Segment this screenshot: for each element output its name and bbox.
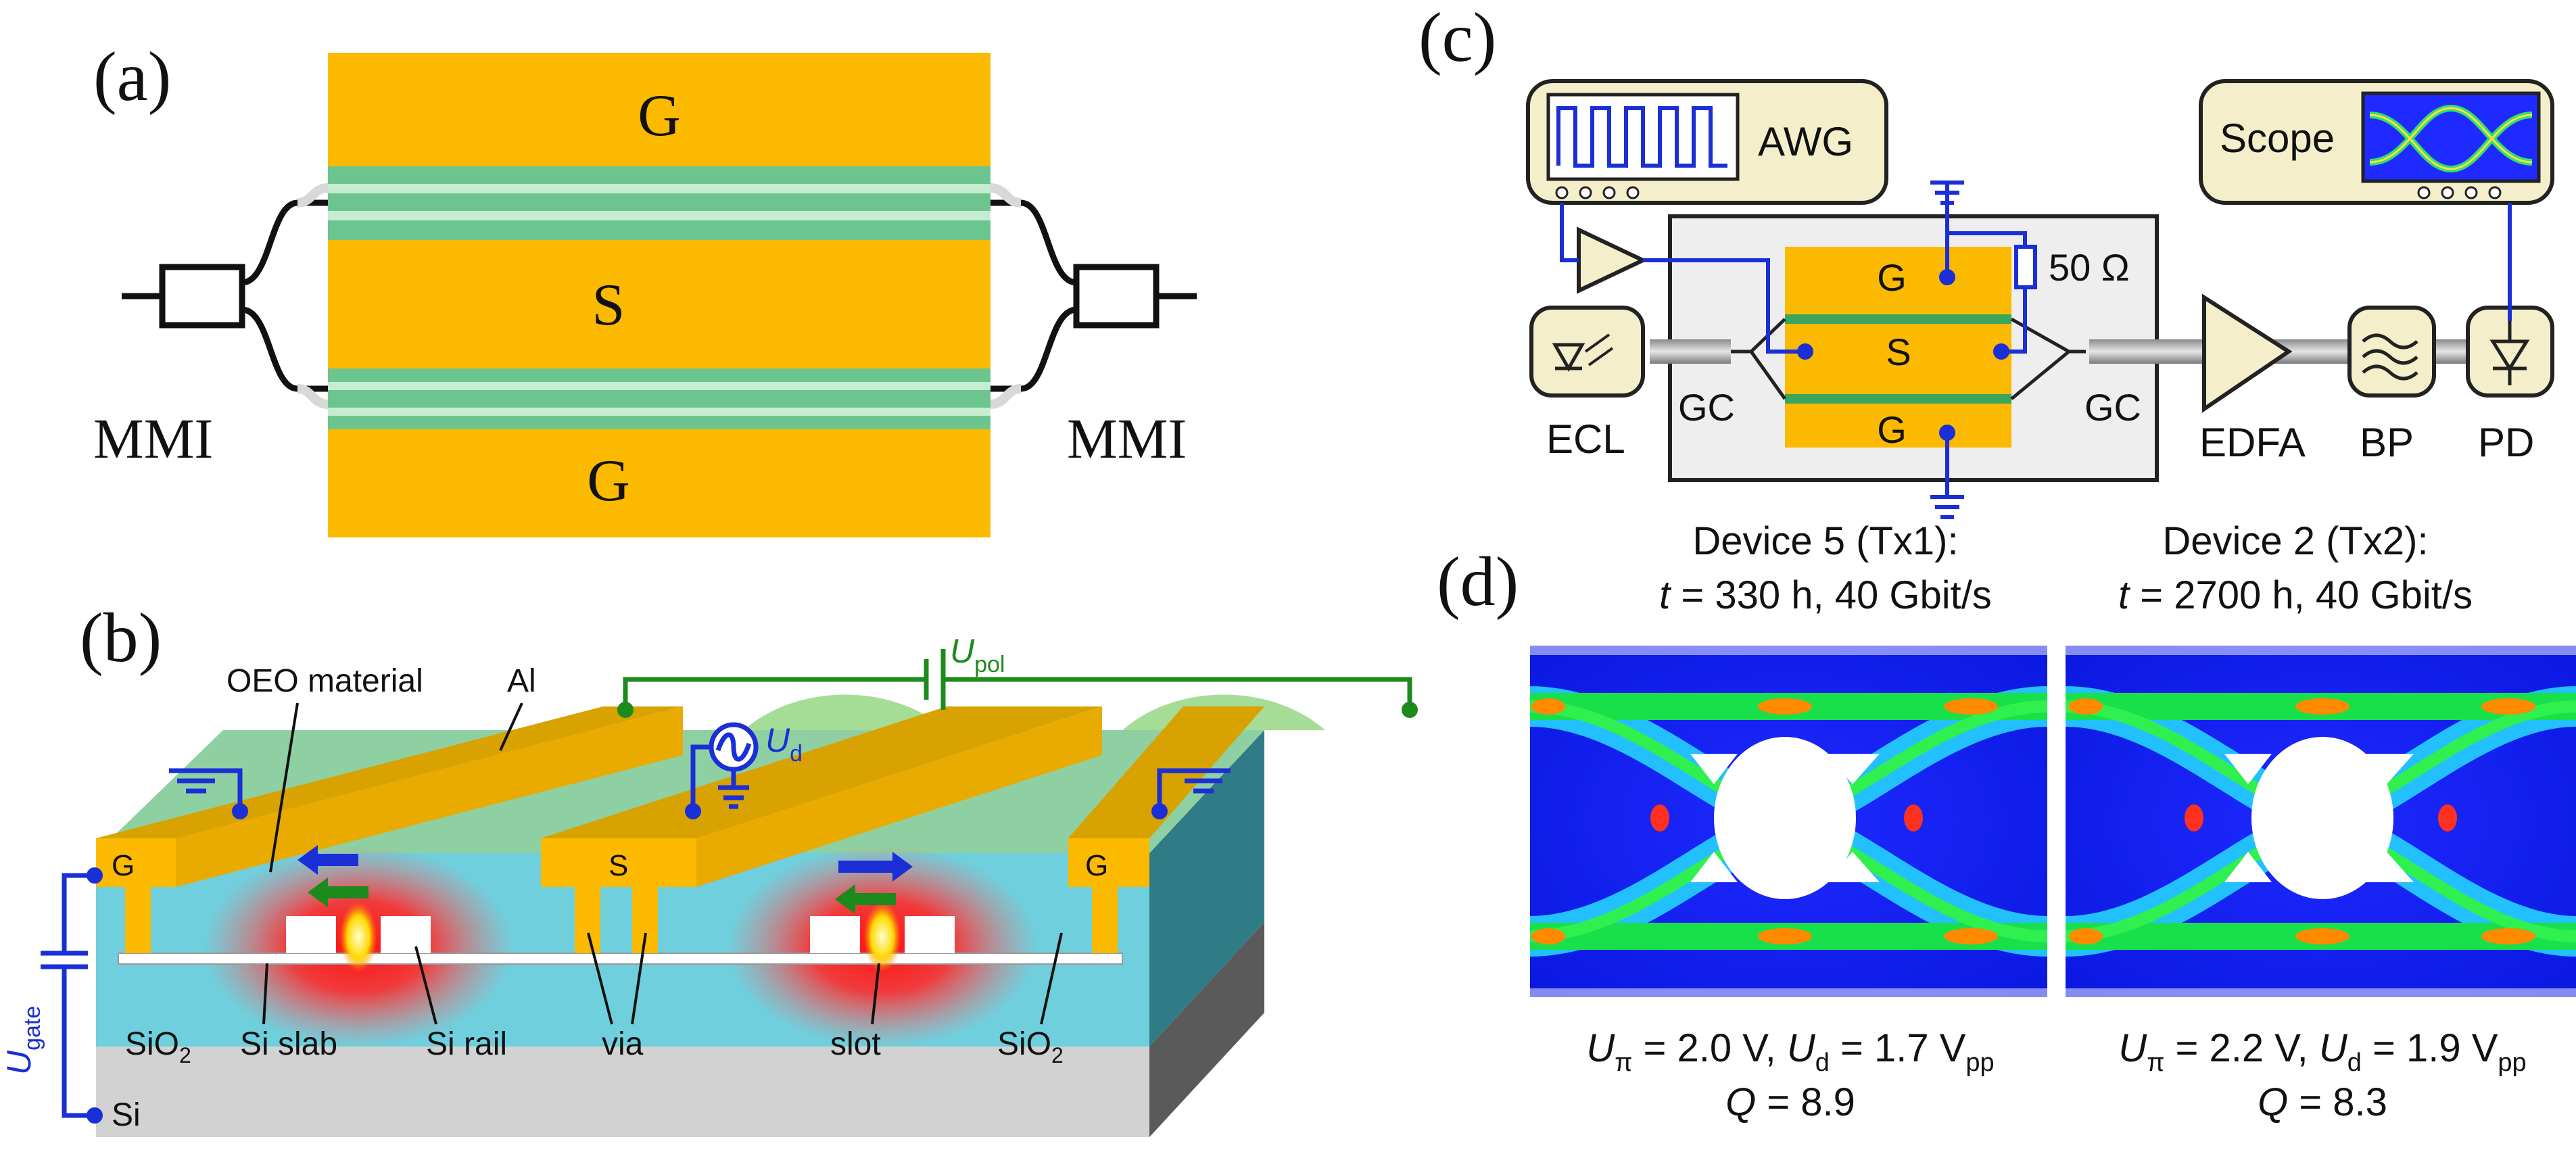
dev1-time: t = 330 h, 40 Gbit/s xyxy=(1659,573,1992,617)
ecl-label: ECL xyxy=(1546,416,1625,462)
si-rail-label: Si rail xyxy=(426,1026,507,1062)
panel-c: (c) AWG Scope xyxy=(1418,0,2554,519)
pd-detector: PD xyxy=(2466,306,2554,465)
sio2-left-label: SiO2 xyxy=(125,1026,191,1067)
sio2-side xyxy=(1149,730,1264,1047)
awg-instrument: AWG xyxy=(1526,79,1888,205)
u-d-source xyxy=(690,722,759,811)
pd-label: PD xyxy=(2478,420,2534,465)
electrode-s-center xyxy=(541,706,1102,887)
si-label: Si xyxy=(112,1097,141,1133)
ground-right xyxy=(1157,768,1231,811)
u-gate-source xyxy=(41,873,95,1118)
al-label: Al xyxy=(507,663,536,699)
electrode-bot xyxy=(328,429,991,537)
oeo-material-label: OEO material xyxy=(226,663,423,699)
electrode-bot-label: G xyxy=(587,448,630,514)
s-center-label: S xyxy=(609,849,628,882)
via-label: via xyxy=(602,1026,644,1062)
bp-filter: BP xyxy=(2347,306,2436,465)
si-slab-label: Si slab xyxy=(240,1026,337,1062)
panel-d-label: (d) xyxy=(1437,543,1519,621)
rf-amplifier xyxy=(1577,226,1648,294)
mmi-left-label: MMI xyxy=(93,408,213,471)
mmi-right-label: MMI xyxy=(1067,408,1187,471)
resistor-label: 50 Ω xyxy=(2049,246,2130,289)
chip-s-mid: S xyxy=(1886,331,1911,373)
dev1-title: Device 5 (Tx1): xyxy=(1692,519,1958,563)
svg-text:Ud: Ud xyxy=(765,721,803,767)
gc-left-label: GC xyxy=(1678,386,1735,429)
electrode-top xyxy=(328,53,991,166)
g-left-label: G xyxy=(112,849,135,882)
termination-resistor xyxy=(1945,231,2037,354)
chip-g-bot: G xyxy=(1877,408,1907,451)
waveguide-bot xyxy=(328,368,991,429)
svg-text:Ugate: Ugate xyxy=(0,1006,45,1075)
scope-instrument: Scope xyxy=(2199,79,2554,205)
electrode-mid-label: S xyxy=(592,272,625,338)
dev2-params: Uπ = 2.2 V, Ud = 1.9 Vpp xyxy=(2118,1026,2526,1077)
electrode-mid xyxy=(328,240,991,368)
dev1-params: Uπ = 2.0 V, Ud = 1.7 Vpp xyxy=(1586,1026,1994,1077)
slot-label: slot xyxy=(830,1026,881,1062)
ecl-laser: ECL xyxy=(1529,306,1645,462)
svg-text:Upol: Upol xyxy=(950,632,1005,677)
electrode-top-label: G xyxy=(638,83,681,149)
mmi-left xyxy=(122,199,328,392)
g-right-label: G xyxy=(1085,849,1108,882)
panel-a: (a) G S G xyxy=(93,38,1197,537)
panel-b-label: (b) xyxy=(80,599,162,677)
dev2-title: Device 2 (Tx2): xyxy=(2162,519,2428,563)
edfa-amplifier xyxy=(2202,293,2293,413)
mmi-right xyxy=(991,199,1197,392)
ground-left xyxy=(169,768,243,811)
panel-c-label: (c) xyxy=(1418,0,1496,76)
si-substrate-front xyxy=(96,1047,1149,1137)
awg-label: AWG xyxy=(1758,119,1853,164)
si-substrate-side xyxy=(1149,922,1264,1137)
chip-g-top: G xyxy=(1877,256,1907,299)
dev2-time: t = 2700 h, 40 Gbit/s xyxy=(2118,573,2473,617)
panel-b: (b) xyxy=(0,599,1418,1137)
waveguide-top xyxy=(328,166,991,240)
dev1-q: Q = 8.9 xyxy=(1725,1080,1855,1124)
eye-diagram-2 xyxy=(2065,646,2576,998)
dev2-q: Q = 8.3 xyxy=(2258,1080,2387,1124)
edfa-label: EDFA xyxy=(2199,420,2306,465)
panel-a-label: (a) xyxy=(93,38,171,116)
u-pol-source xyxy=(623,649,1412,710)
bp-label: BP xyxy=(2360,420,2414,465)
eye-diagram-1 xyxy=(1529,646,2048,998)
sio2-right-label: SiO2 xyxy=(997,1026,1064,1067)
scope-label: Scope xyxy=(2220,116,2335,161)
gc-right-label: GC xyxy=(2084,386,2141,429)
panel-d: (d) Device 5 (Tx1): t = 330 h, 40 Gbit/s… xyxy=(1437,519,2576,1124)
